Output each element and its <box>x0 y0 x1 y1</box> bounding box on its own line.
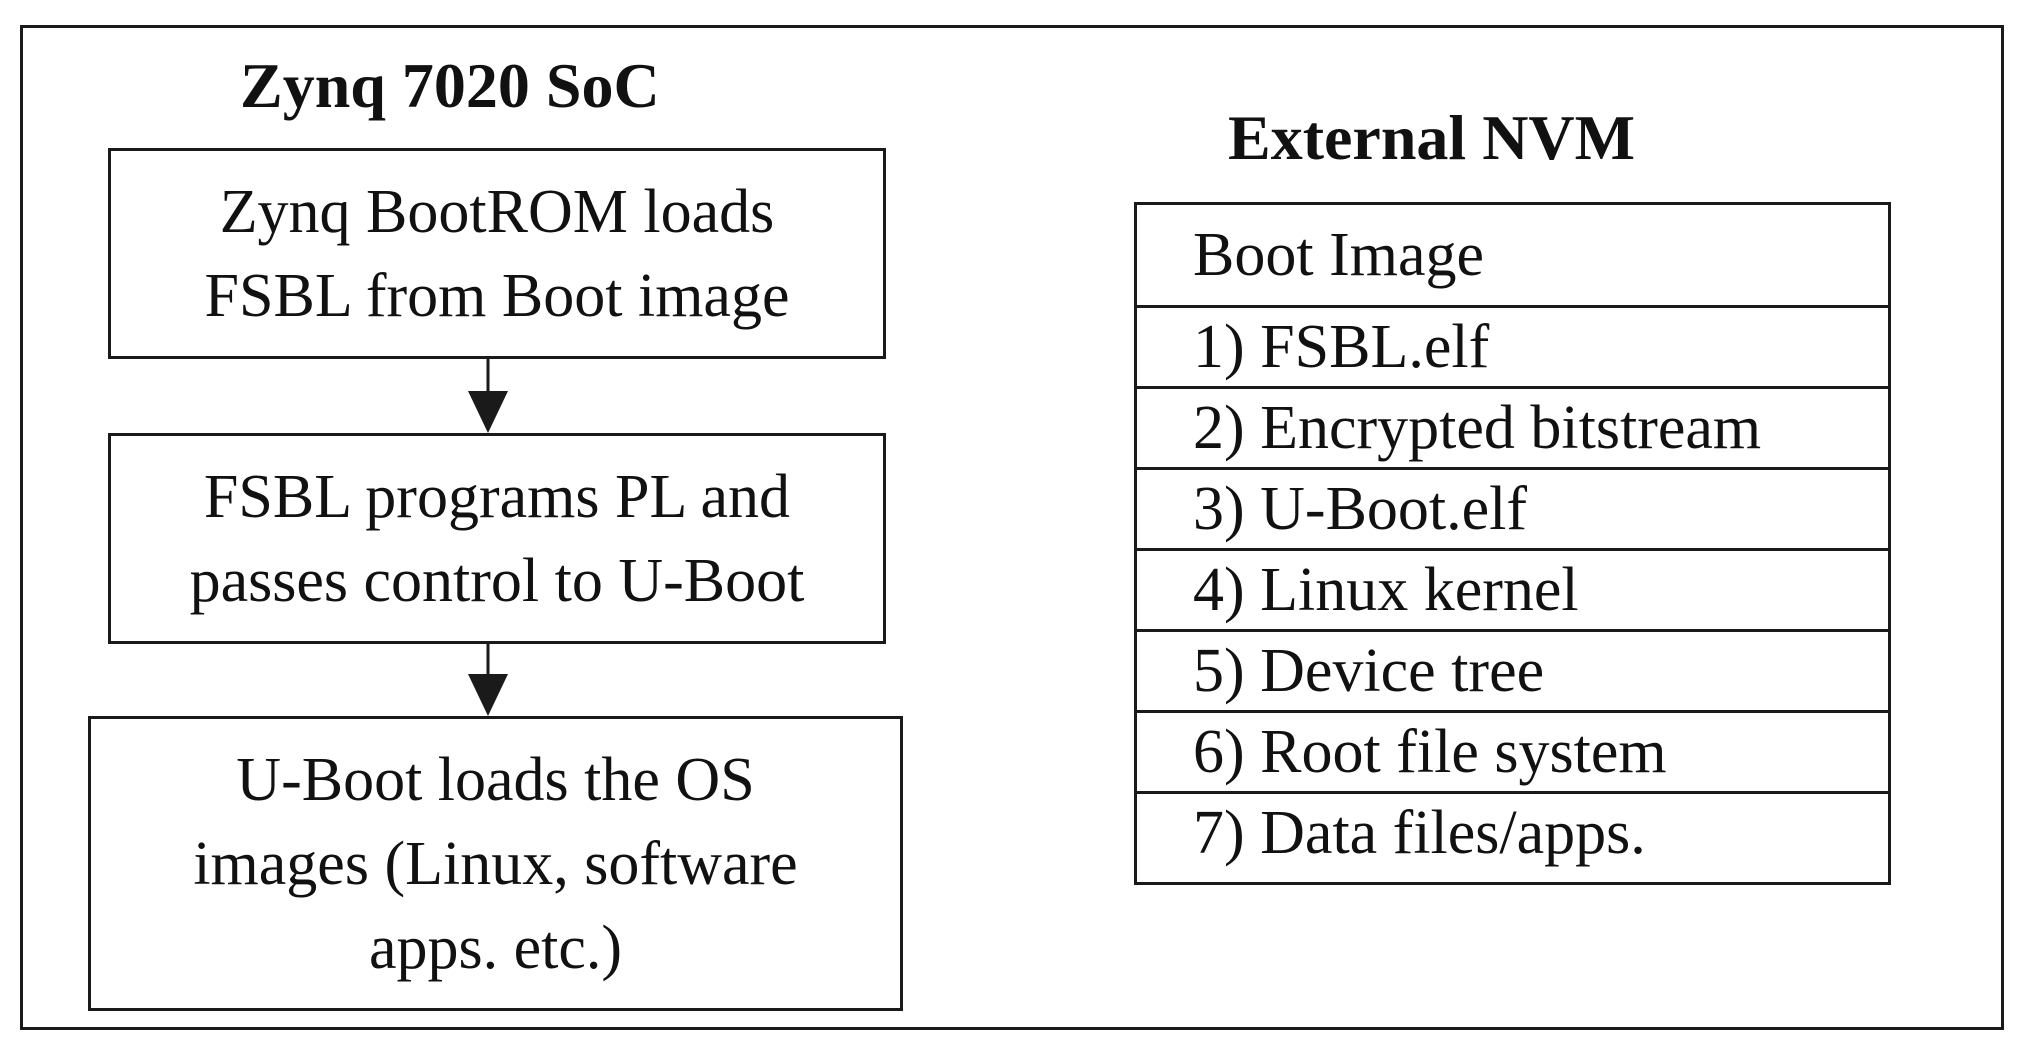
boot-image-item: 4) Linux kernel <box>1137 551 1888 632</box>
flow-step-bootrom: Zynq BootROM loads FSBL from Boot image <box>108 148 886 359</box>
flow-step-line: Zynq BootROM loads <box>219 177 775 246</box>
boot-image-item: 2) Encrypted bitstream <box>1137 389 1888 470</box>
soc-title: Zynq 7020 SoC <box>240 50 660 121</box>
flow-step-line: FSBL programs PL and <box>203 462 791 531</box>
flow-step-line: FSBL from Boot image <box>204 261 790 330</box>
flow-step-line: U-Boot loads the OS <box>236 745 755 814</box>
arrow-down-icon <box>466 644 510 716</box>
boot-image-item: 3) U-Boot.elf <box>1137 470 1888 551</box>
boot-image-item: 5) Device tree <box>1137 632 1888 713</box>
boot-image-item: 7) Data files/apps. <box>1193 799 1646 867</box>
flow-step-line: images (Linux, software <box>193 829 798 898</box>
flow-step-line: apps. etc.) <box>368 913 623 982</box>
flow-step-line: passes control to U-Boot <box>189 546 805 615</box>
flow-step-fsbl: FSBL programs PL and passes control to U… <box>108 433 886 644</box>
boot-image-table: Boot Image 1) FSBL.elf 2) Encrypted bits… <box>1134 202 1891 885</box>
flow-step-uboot: U-Boot loads the OS images (Linux, softw… <box>88 716 903 1011</box>
diagram-frame <box>20 25 2004 1030</box>
arrow-down-icon <box>466 359 510 433</box>
boot-image-item: 6) Root file system <box>1137 713 1888 794</box>
boot-image-header: Boot Image <box>1137 205 1888 308</box>
boot-image-item: 1) FSBL.elf <box>1137 308 1888 389</box>
nvm-title: External NVM <box>1228 102 1636 173</box>
